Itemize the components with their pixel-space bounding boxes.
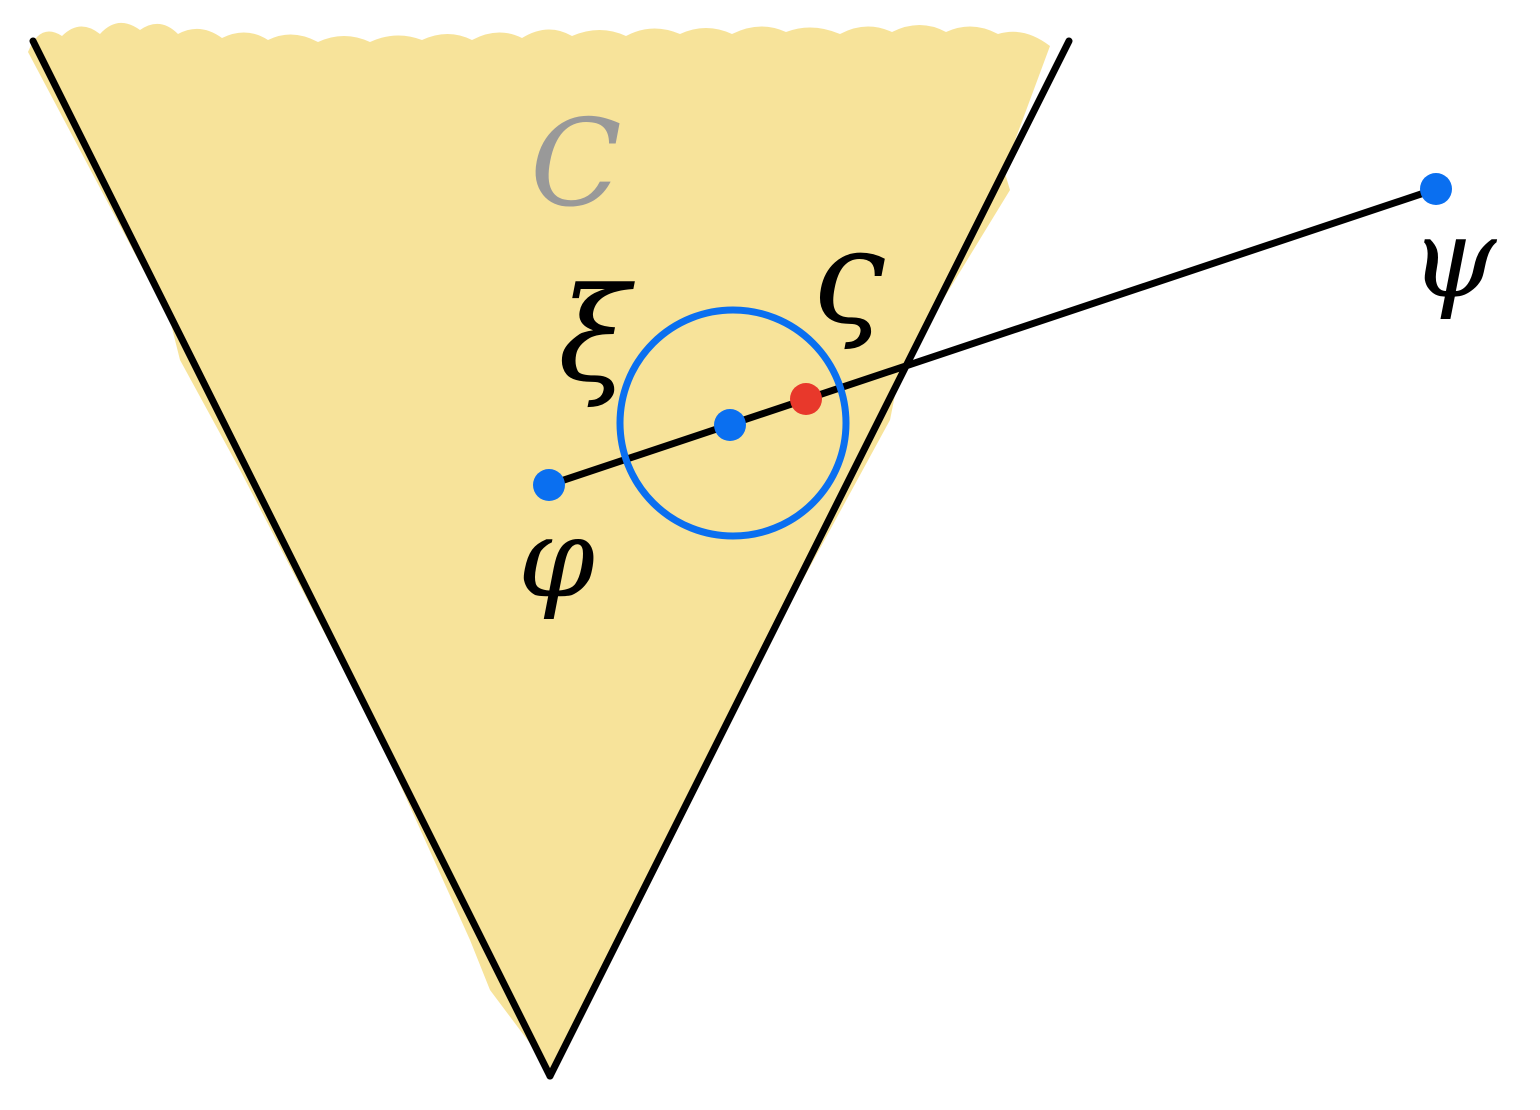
- label-zeta: ς: [812, 201, 885, 353]
- cone-right-edge: [546, 37, 1073, 1080]
- label-xi: ξ: [558, 259, 635, 411]
- point-xi: [714, 409, 746, 441]
- label-psi: ψ: [1410, 194, 1498, 322]
- cone-region-fill: [28, 22, 1050, 1070]
- label-set-c: C: [530, 95, 622, 234]
- cone-left-edge: [29, 37, 554, 1080]
- segment-phi-psi: [545, 185, 1440, 489]
- label-phi: φ: [518, 494, 595, 622]
- point-zeta: [790, 383, 822, 415]
- point-phi: [533, 469, 565, 501]
- point-psi: [1420, 173, 1452, 205]
- xi-neighborhood-circle: [616, 306, 850, 540]
